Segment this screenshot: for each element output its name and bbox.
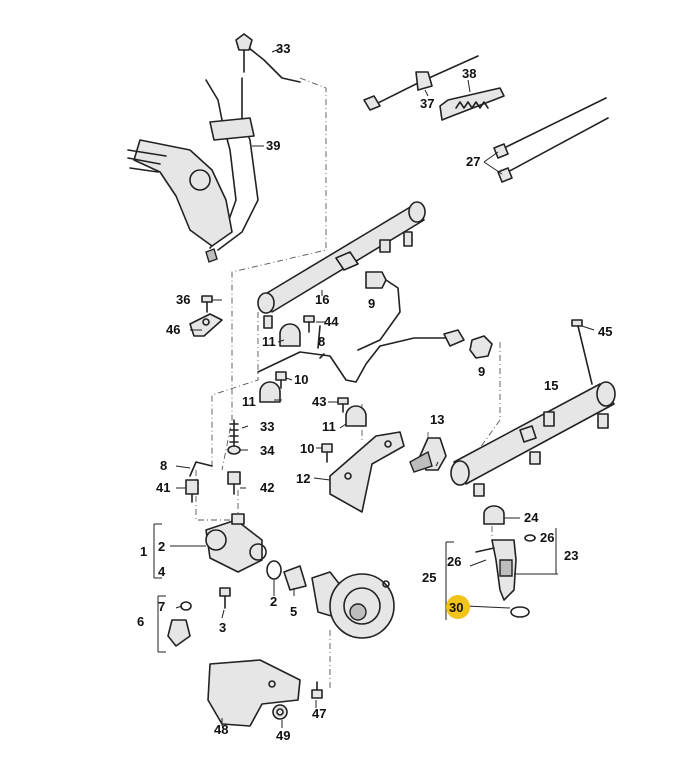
part-13-pressure-sensor xyxy=(409,437,447,473)
callout-42: 42 xyxy=(260,480,274,495)
callout-49: 49 xyxy=(276,728,290,743)
callout-26-right: 26 xyxy=(540,530,554,545)
callout-2: 2 xyxy=(158,539,165,554)
part-24-seal-ring xyxy=(483,505,505,525)
part-36-bolt xyxy=(201,295,213,313)
part-11-clamp-lower xyxy=(345,405,367,427)
highlight-marker xyxy=(446,595,470,619)
callout-41: 41 xyxy=(156,480,170,495)
callout-5: 5 xyxy=(290,604,297,619)
part-30-circlip xyxy=(510,606,530,618)
part-10-bolt-lower xyxy=(321,443,333,463)
part-15-fuel-rail xyxy=(450,381,616,497)
part-37-cable-tie xyxy=(363,55,479,111)
part-6-sensor xyxy=(167,619,191,647)
part-49-nut xyxy=(272,704,288,720)
part-9-union-fitting xyxy=(357,271,401,351)
part-2-fuel-pump xyxy=(205,513,267,573)
callout-8: 8 xyxy=(318,334,325,349)
part-48-heat-shield xyxy=(207,659,301,727)
callout-46: 46 xyxy=(166,322,180,337)
callout-43: 43 xyxy=(312,394,326,409)
part-47-bolt xyxy=(311,681,323,699)
callout-30: 30 xyxy=(449,600,463,615)
part-46-bracket xyxy=(189,313,223,337)
callout-labels: 33 38 37 39 27 36 46 16 9 44 45 11 8 10 … xyxy=(137,41,612,743)
callout-11: 11 xyxy=(262,334,276,349)
part-16-fuel-rail xyxy=(257,201,426,329)
part-27-cable-ties xyxy=(483,97,609,183)
part-11-clamp-middle xyxy=(259,381,281,403)
callout-39: 39 xyxy=(266,138,280,153)
callout-34: 34 xyxy=(260,443,275,458)
callout-26: 26 xyxy=(447,554,461,569)
part-33-fuel-line xyxy=(235,33,301,83)
callout-33-lower: 33 xyxy=(260,419,274,434)
part-26-o-ring xyxy=(524,534,536,542)
callout-1: 1 xyxy=(140,544,147,559)
part-5-tappet xyxy=(283,565,307,591)
callout-33: 33 xyxy=(276,41,290,56)
callout-44: 44 xyxy=(324,314,339,329)
callout-47: 47 xyxy=(312,706,326,721)
callout-48: 48 xyxy=(214,722,228,737)
callout-6: 6 xyxy=(137,614,144,629)
callout-12: 12 xyxy=(296,471,310,486)
part-33-stud xyxy=(229,419,239,447)
part-3-bolt xyxy=(219,587,231,609)
part-43-bolt xyxy=(337,397,349,413)
part-25-injector xyxy=(475,539,517,601)
callout-27: 27 xyxy=(466,154,480,169)
callout-4: 4 xyxy=(158,564,166,579)
callout-16: 16 xyxy=(315,292,329,307)
callout-9: 9 xyxy=(368,296,375,311)
part-11-clamp-upper xyxy=(279,323,301,347)
pump-housing xyxy=(311,571,395,639)
callout-10-lower: 10 xyxy=(300,441,314,456)
leader-lines xyxy=(153,47,595,728)
callout-11-middle: 11 xyxy=(242,394,256,409)
callout-8-lower: 8 xyxy=(160,458,167,473)
part-44-bolt xyxy=(303,315,315,333)
callout-24: 24 xyxy=(524,510,539,525)
callout-2-ring: 2 xyxy=(270,594,277,609)
part-34-seal xyxy=(227,445,241,455)
callout-23: 23 xyxy=(564,548,578,563)
part-8-high-pressure-line xyxy=(257,325,465,383)
callout-7: 7 xyxy=(158,599,165,614)
callout-37: 37 xyxy=(420,96,434,111)
part-8-line-stub xyxy=(189,461,213,477)
part-7-seal xyxy=(180,601,192,611)
callout-25: 25 xyxy=(422,570,436,585)
callout-36: 36 xyxy=(176,292,190,307)
part-38-retaining-clip xyxy=(439,79,505,121)
callout-3: 3 xyxy=(219,620,226,635)
callout-38: 38 xyxy=(462,66,476,81)
part-10-bolt-upper xyxy=(275,371,287,389)
part-41-fitting xyxy=(185,479,199,503)
callout-9-right: 9 xyxy=(478,364,485,379)
part-9-union-fitting-right xyxy=(469,335,493,359)
callout-45: 45 xyxy=(598,324,612,339)
callout-13: 13 xyxy=(430,412,444,427)
callout-10: 10 xyxy=(294,372,308,387)
part-42-fitting xyxy=(227,471,241,495)
callout-11-lower: 11 xyxy=(322,419,336,434)
callout-15: 15 xyxy=(544,378,558,393)
part-2-o-ring xyxy=(266,560,282,580)
part-45-bolt xyxy=(571,319,593,385)
part-12-bracket xyxy=(329,431,405,513)
part-39-fuel-line-assembly xyxy=(127,77,264,263)
